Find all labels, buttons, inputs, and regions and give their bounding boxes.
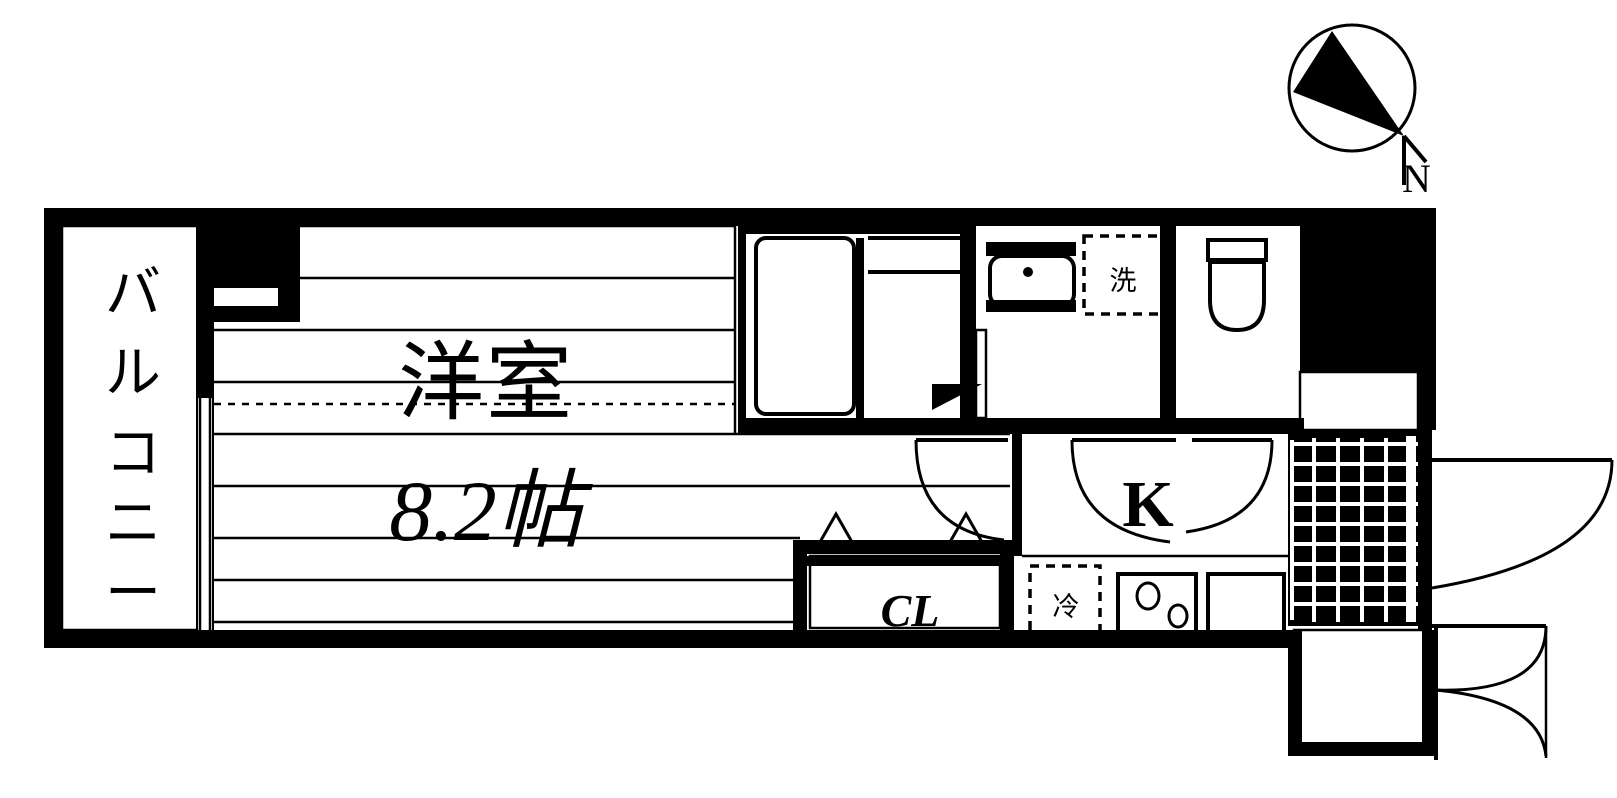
toilet-icon: [1208, 260, 1266, 333]
door-swing-meter: [1431, 625, 1548, 692]
door-swing-hall: [1070, 439, 1171, 544]
toilet-room: [1168, 226, 1304, 434]
washer-box: [1082, 234, 1164, 316]
north-compass: [1287, 23, 1428, 185]
fridge-label: 冷: [1053, 592, 1080, 623]
door-swing-kitchen: [1185, 439, 1274, 534]
balcony-label: バ ル コ ニ ー: [105, 261, 161, 626]
main-room-name: 洋室: [398, 333, 574, 433]
door-swing-lower: [1435, 688, 1548, 757]
exterior-walls: [44, 208, 1436, 756]
washer-label: 洗: [1110, 266, 1137, 297]
compass-north-label: N: [1402, 156, 1431, 201]
door-swing-bathroom: [914, 439, 1005, 542]
closet-area: [806, 554, 1002, 630]
door-stop-right: [947, 510, 985, 544]
balcony-area: [60, 224, 300, 632]
fridge-box: [1028, 564, 1102, 634]
stove-icon: [1116, 572, 1198, 634]
vanity-sink-icon: [988, 254, 1076, 308]
upper-right-storage: [1298, 370, 1420, 432]
entrance-doors: [1431, 458, 1614, 760]
balcony-char-4: ー: [105, 561, 161, 626]
bathroom-unit: [738, 226, 982, 434]
balcony-char-0: バ: [105, 261, 161, 326]
shoe-cabinet-icon: [1292, 628, 1426, 746]
hallway: [793, 434, 1288, 632]
door-stop-left: [817, 510, 855, 544]
closet-label: CL: [881, 585, 940, 636]
balcony-char-1: ル: [105, 341, 161, 406]
balcony-char-2: コ: [105, 421, 161, 486]
kitchen-sink-icon: [1206, 572, 1286, 634]
kitchen-label: K: [1122, 468, 1173, 541]
kitchen-counter: 冷: [1028, 564, 1286, 634]
entrance-area: [1288, 430, 1426, 746]
main-room-size: 8.2帖: [389, 463, 594, 559]
balcony-char-3: ニ: [105, 491, 161, 556]
genkan-tile-pattern: [1290, 438, 1418, 622]
bathtub-icon: [754, 236, 856, 416]
door-swing-entrance: [1431, 459, 1614, 590]
washroom-unit: 洗: [968, 226, 1168, 434]
interior-doors: [817, 438, 1274, 544]
